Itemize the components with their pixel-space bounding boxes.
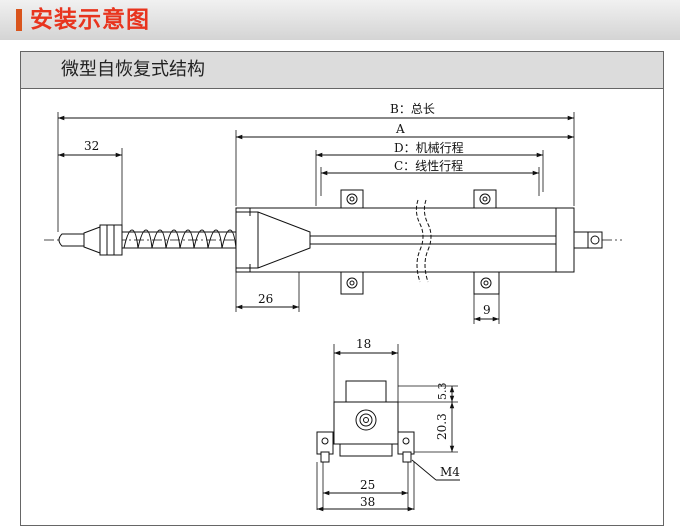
mounting-clamp — [340, 189, 364, 209]
dim-label-height-20-3: 20.3 — [435, 413, 449, 440]
dim-label-rod-32: 32 — [84, 139, 99, 153]
panel-header: 微型自恢复式结构 — [21, 52, 663, 89]
dim-label-span-25: 25 — [360, 478, 375, 492]
dim-label-a: A — [395, 122, 405, 136]
header-accent-bar — [16, 9, 22, 31]
dim-label-c-linear-stroke: C：线性行程 — [394, 158, 463, 173]
dim-label-span-38: 38 — [360, 495, 375, 509]
dim-label-d-mechanical-stroke: D：机械行程 — [394, 140, 464, 155]
section-header: 安装示意图 — [0, 0, 680, 40]
dim-label-spacing-9: 9 — [483, 303, 491, 317]
end-view-body — [316, 380, 415, 463]
return-spring — [122, 229, 237, 249]
dim-label-b-total-length: B：总长 — [390, 102, 435, 116]
dim-label-end-26: 26 — [258, 292, 273, 306]
mounting-clamp — [473, 271, 500, 295]
section-title: 安装示意图 — [30, 7, 150, 33]
mounting-clamp — [340, 271, 364, 295]
probe-tip — [58, 224, 123, 256]
panel-title: 微型自恢复式结构 — [61, 59, 205, 80]
dimension-lines — [58, 115, 574, 322]
dim-label-screw-m4: M4 — [440, 465, 460, 479]
dim-label-height-5-3: 5.3 — [436, 383, 449, 401]
end-view-dimension-lines — [317, 350, 460, 512]
dim-label-width-18: 18 — [356, 337, 371, 351]
sensor-body — [235, 199, 603, 283]
mounting-clamp — [473, 189, 497, 209]
